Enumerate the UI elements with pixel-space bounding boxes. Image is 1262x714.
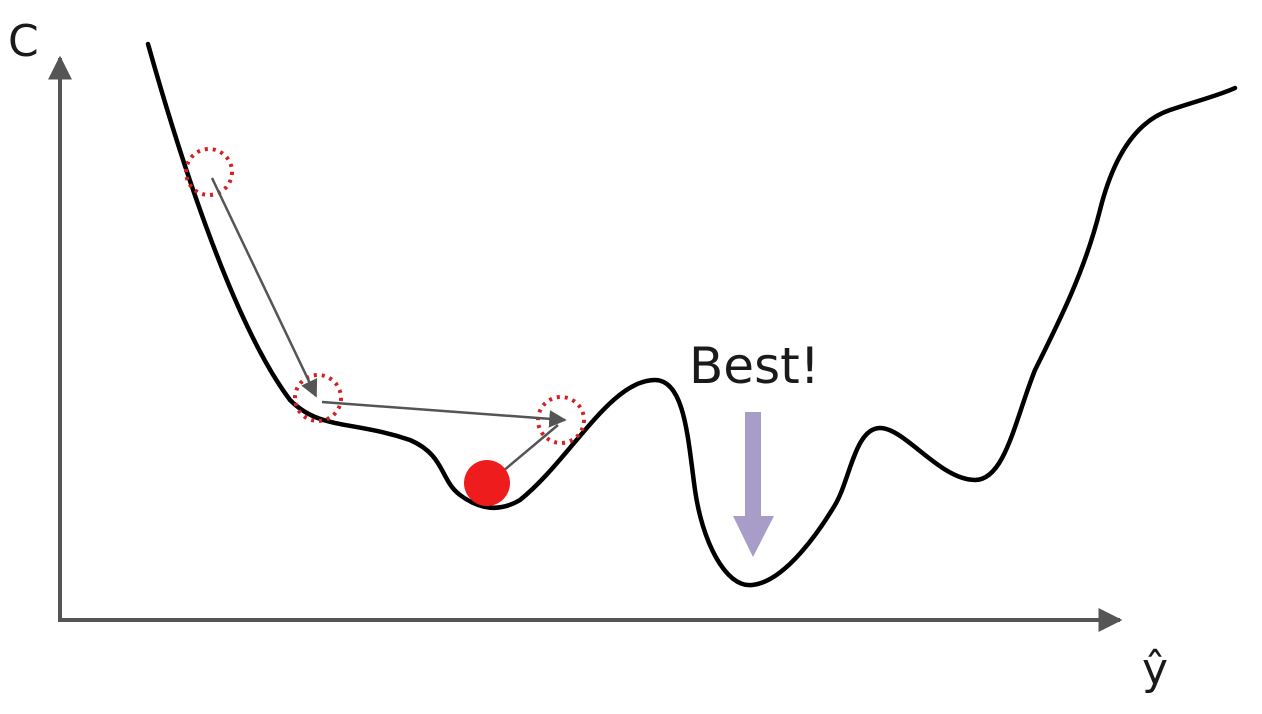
previous-position-2 [293,373,343,423]
x-axis-label: ŷ [1142,644,1168,695]
step-arrow-2 [321,400,567,428]
best-label: Best! [689,337,820,395]
step-arrow-1 [210,177,318,398]
y-axis-label: C [8,16,39,67]
ball-current-position [464,460,510,506]
cost-curve [145,41,1238,588]
previous-position-1 [184,147,234,197]
best-down-arrow-icon [733,412,774,557]
previous-position-3 [536,395,586,445]
